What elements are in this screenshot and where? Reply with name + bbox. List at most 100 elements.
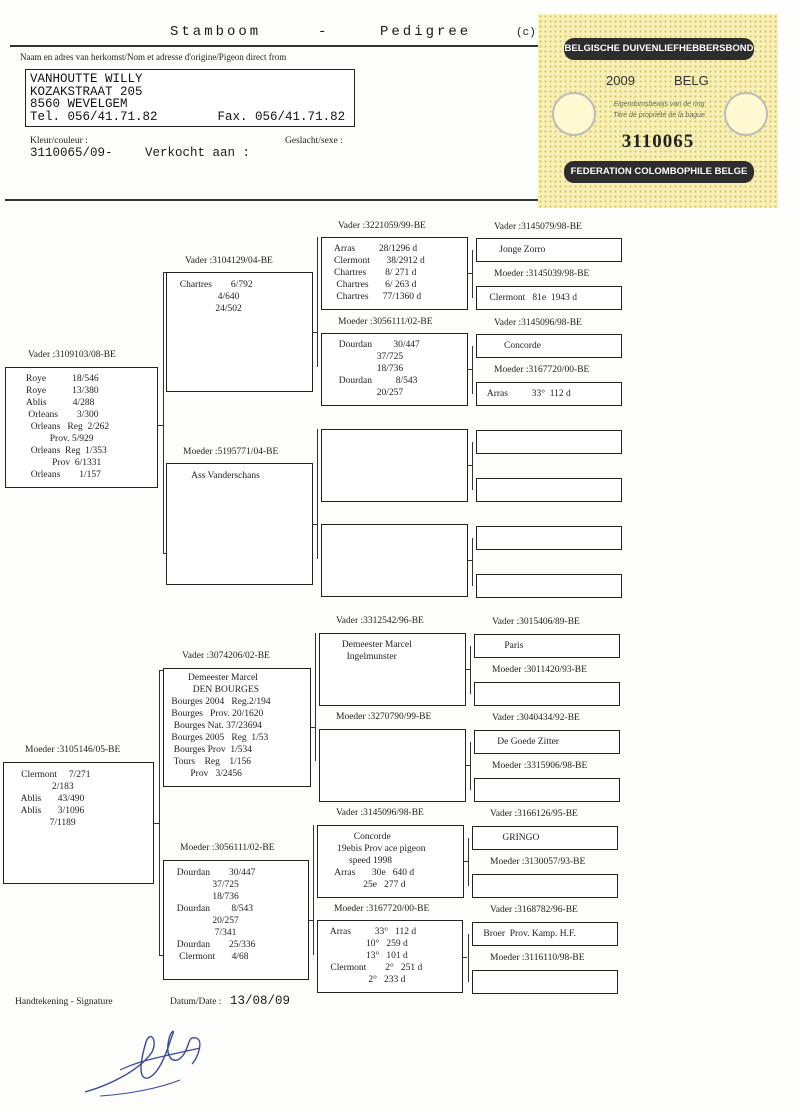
g4-text-8: Paris bbox=[483, 641, 524, 651]
dd-results: Dourdan 30/447 37/725 18/736 Dourdan 8/5… bbox=[176, 868, 256, 962]
date-label: Datum/Date : bbox=[170, 997, 222, 1007]
connector bbox=[159, 670, 161, 956]
origin-label: Naam en adres van herkomst/Nom et adress… bbox=[20, 52, 287, 62]
dss-box: Demeester Marcel Ingelmunster bbox=[319, 633, 466, 706]
g4-label-13: Moeder :3130057/93-BE bbox=[490, 857, 586, 867]
connector bbox=[470, 742, 472, 790]
g4-box-2: Concorde bbox=[476, 334, 622, 358]
g4-box-8: Paris bbox=[474, 634, 620, 658]
ds-box: Demeester Marcel DEN BOURGES Bourges 200… bbox=[163, 668, 311, 787]
g4-label-2: Vader :3145096/98-BE bbox=[494, 318, 582, 328]
dam-box: Clermont 7/271 2/183 Ablis 43/490 Ablis … bbox=[3, 762, 154, 884]
g4-text-3: Arras 33° 112 d bbox=[485, 389, 571, 399]
stamp-line1: Eigendomsbewijs van de ring bbox=[613, 101, 705, 108]
dd-label: Moeder :3056111/02-BE bbox=[180, 843, 275, 853]
g4-box-1: Clermont 81e 1943 d bbox=[476, 286, 622, 310]
connector bbox=[466, 765, 470, 767]
ss-box: Chartres 6/792 4/640 24/502 bbox=[166, 272, 313, 392]
stamp-line2: Titre de propriété de la bague bbox=[613, 112, 705, 119]
title-dash: - bbox=[318, 24, 330, 40]
sss-box: Arras 28/1296 d Clermont 38/2912 d Chart… bbox=[321, 237, 468, 310]
owner-name: VANHOUTTE WILLY bbox=[30, 72, 143, 86]
ssd-results: Dourdan 30/447 37/725 18/736 Dourdan 8/5… bbox=[338, 340, 420, 398]
g4-label-15: Moeder :3116110/98-BE bbox=[490, 953, 585, 963]
ssd-label: Moeder :3056111/02-BE bbox=[338, 317, 433, 327]
connector bbox=[470, 646, 472, 694]
g4-label-11: Moeder :3315906/98-BE bbox=[492, 761, 588, 771]
g4-box-13 bbox=[472, 874, 618, 898]
connector bbox=[472, 250, 474, 298]
sss-results: Arras 28/1296 d Clermont 38/2912 d Chart… bbox=[334, 244, 425, 302]
stamp-country: BELG bbox=[674, 73, 709, 88]
ssd-box: Dourdan 30/447 37/725 18/736 Dourdan 8/5… bbox=[321, 333, 468, 406]
header-bottom-rule bbox=[5, 199, 545, 201]
stamp-top-banner: BELGISCHE DUIVENLIEFHEBBERSBOND bbox=[564, 38, 754, 60]
date-value: 13/08/09 bbox=[230, 994, 291, 1008]
stamp-year: 2009 bbox=[606, 73, 635, 88]
ddd-label: Moeder :3167720/00-BE bbox=[334, 904, 430, 914]
connector bbox=[311, 727, 315, 729]
sold-to: Verkocht aan : bbox=[145, 146, 251, 160]
connector bbox=[163, 553, 167, 555]
stamp-number: 3110065 bbox=[621, 131, 695, 152]
owner-tel: Tel. 056/41.71.82 bbox=[30, 109, 158, 124]
g4-box-7 bbox=[476, 574, 622, 598]
ss-label: Vader :3104129/04-BE bbox=[185, 256, 273, 266]
g4-text-2: Concorde bbox=[485, 341, 541, 351]
connector bbox=[468, 560, 472, 562]
stamp-bottom-banner: FEDERATION COLOMBOPHILE BELGE bbox=[564, 161, 754, 183]
sd-label: Moeder :5195771/04-BE bbox=[183, 447, 279, 457]
g4-text-10: De Goede Zitter bbox=[483, 737, 559, 747]
g4-box-14: Broer Prov. Kamp. H.F. bbox=[472, 922, 618, 946]
dsd-label: Moeder :3270790/99-BE bbox=[336, 712, 432, 722]
federation-ring-certificate: BELGISCHE DUIVENLIEFHEBBERSBOND 2009 BEL… bbox=[538, 14, 778, 208]
g4-box-15 bbox=[472, 970, 618, 994]
title-pedigree: Pedigree bbox=[380, 24, 472, 40]
sdd-box bbox=[321, 524, 468, 597]
connector bbox=[464, 861, 468, 863]
ds-label: Vader :3074206/02-BE bbox=[182, 651, 270, 661]
connector bbox=[472, 442, 474, 490]
dds-results: Concorde 19ebis Prov ace pigeon speed 19… bbox=[334, 832, 426, 890]
copyright-mark: (c) bbox=[516, 27, 536, 39]
g4-label-14: Vader :3168782/96-BE bbox=[490, 905, 578, 915]
owner-box: VANHOUTTE WILLY KOZAKSTRAAT 205 8560 WEV… bbox=[25, 69, 355, 127]
connector bbox=[159, 955, 163, 957]
g4-box-12: GRINGO bbox=[472, 826, 618, 850]
g4-label-0: Vader :3145079/98-BE bbox=[494, 222, 582, 232]
connector bbox=[163, 272, 167, 274]
sire-results: Roye 18/546 Roye 13/380 Ablis 4/288 Orle… bbox=[26, 374, 110, 480]
g4-box-11 bbox=[474, 778, 620, 802]
g4-text-12: GRINGO bbox=[481, 833, 540, 843]
color-label: Kleur/couleur : bbox=[30, 136, 88, 146]
sd-results: Ass Vanderschans bbox=[175, 471, 260, 481]
connector bbox=[313, 332, 317, 334]
connector bbox=[309, 920, 313, 922]
g4-text-1: Clermont 81e 1943 d bbox=[487, 293, 577, 303]
connector bbox=[468, 369, 472, 371]
ds-results: Demeester Marcel DEN BOURGES Bourges 200… bbox=[171, 673, 271, 779]
stamp-left-seal-icon bbox=[552, 92, 596, 136]
connector bbox=[468, 465, 472, 467]
g4-box-10: De Goede Zitter bbox=[474, 730, 620, 754]
sd-box: Ass Vanderschans bbox=[166, 463, 313, 585]
ring-number: 3110065/09- bbox=[30, 146, 113, 160]
sds-box bbox=[321, 429, 468, 502]
signature-label: Handtekening - Signature bbox=[15, 997, 113, 1007]
connector bbox=[163, 272, 165, 554]
g4-label-1: Moeder :3145039/98-BE bbox=[494, 269, 590, 279]
owner-city: 8560 WEVELGEM bbox=[30, 97, 128, 111]
stamp-right-seal-icon bbox=[724, 92, 768, 136]
owner-street: KOZAKSTRAAT 205 bbox=[30, 84, 143, 99]
connector bbox=[472, 346, 474, 394]
connector bbox=[313, 825, 315, 955]
dds-box: Concorde 19ebis Prov ace pigeon speed 19… bbox=[317, 825, 464, 898]
connector bbox=[315, 633, 317, 761]
connector bbox=[313, 524, 317, 526]
title-stamboom: Stamboom bbox=[170, 24, 262, 40]
dds-label: Vader :3145096/98-BE bbox=[336, 808, 424, 818]
signature-scribble bbox=[84, 1030, 201, 1097]
sire-label: Vader :3109103/08-BE bbox=[28, 350, 116, 360]
ss-results: Chartres 6/792 4/640 24/502 bbox=[179, 280, 253, 314]
g4-box-4 bbox=[476, 430, 622, 454]
